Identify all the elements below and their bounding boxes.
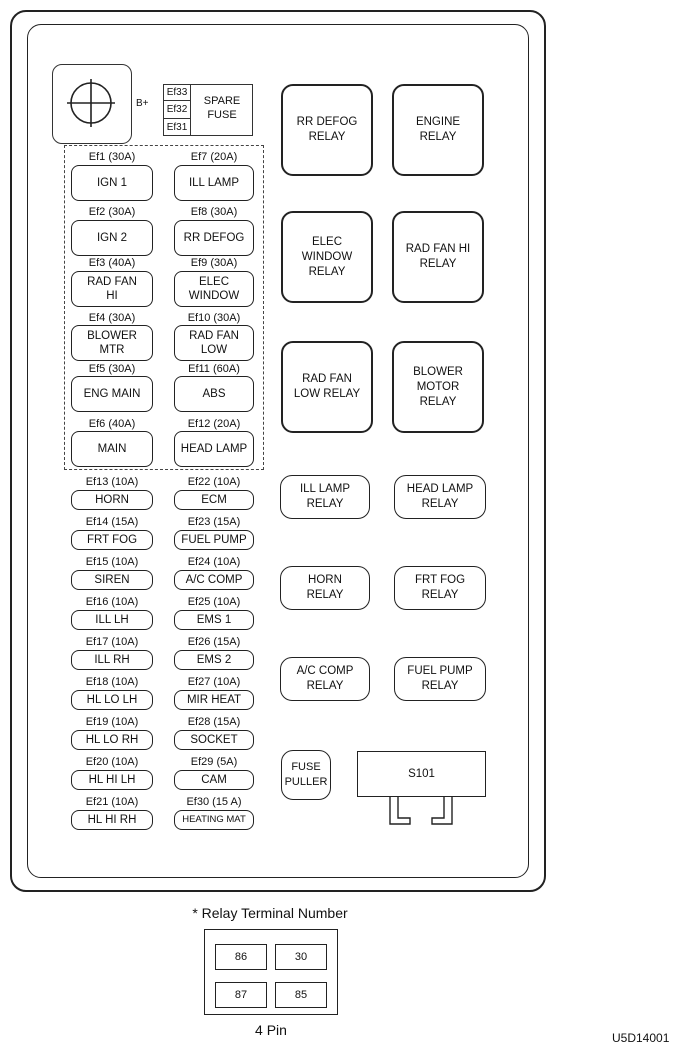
fuse-rating-label: Ef25 (10A) <box>187 596 241 608</box>
relay-rad-fan-low: RAD FAN LOW RELAY <box>281 341 373 433</box>
fuse-slot: ILL RH <box>71 650 153 670</box>
relay-head-lamp: HEAD LAMP RELAY <box>394 475 486 519</box>
relay-frt-fog: FRT FOG RELAY <box>394 566 486 610</box>
fuse-rating-label: Ef21 (10A) <box>85 796 139 808</box>
fuse-puller: FUSE PULLER <box>281 750 331 800</box>
fuse-slot: MAIN <box>71 431 153 467</box>
relay-pin: 30 <box>275 944 327 970</box>
fuse-rating-label: Ef11 (60A) <box>188 363 240 375</box>
relay-ac-comp: A/C COMP RELAY <box>280 657 370 701</box>
fuse-rating-label: Ef9 (30A) <box>190 257 238 269</box>
fuse-rating-label: Ef5 (30A) <box>88 363 136 375</box>
fuse-rating-label: Ef24 (10A) <box>187 556 241 568</box>
fuse-slot: RR DEFOG <box>174 220 254 256</box>
fuse-rating-label: Ef16 (10A) <box>85 596 139 608</box>
fuse-slot: ELEC WINDOW <box>174 271 254 307</box>
fuse-slot: IGN 2 <box>71 220 153 256</box>
fuse-rating-label: Ef26 (15A) <box>187 636 241 648</box>
high-current-fuse-group <box>64 145 264 470</box>
relay-horn: HORN RELAY <box>280 566 370 610</box>
battery-terminal-icon <box>67 79 115 127</box>
fuse-rating-label: Ef1 (30A) <box>88 151 136 163</box>
relay-engine: ENGINE RELAY <box>392 84 484 176</box>
fuse-rating-label: Ef15 (10A) <box>85 556 139 568</box>
s101-connector-legs <box>389 796 453 825</box>
fuse-slot: RAD FAN HI <box>71 271 153 307</box>
fuse-rating-label: Ef10 (30A) <box>187 312 241 324</box>
fuse-slot: EMS 2 <box>174 650 254 670</box>
fuse-rating-label: Ef7 (20A) <box>190 151 238 163</box>
fuse-slot: HEAD LAMP <box>174 431 254 467</box>
fuse-slot: HL LO LH <box>71 690 153 710</box>
fuse-slot: HEATING MAT <box>174 810 254 830</box>
figure-code: U5D14001 <box>612 1031 670 1045</box>
fuse-rating-label: Ef22 (10A) <box>187 476 241 488</box>
spare-fuse-slot: Ef32 <box>163 101 191 119</box>
spare-fuse-slot: Ef33 <box>163 84 191 102</box>
fuse-rating-label: Ef23 (15A) <box>187 516 241 528</box>
relay-blower-motor: BLOWER MOTOR RELAY <box>392 341 484 433</box>
fuse-slot: ECM <box>174 490 254 510</box>
relay-terminal-caption: 4 Pin <box>255 1022 287 1038</box>
spare-fuse-slots: Ef33 Ef32 Ef31 <box>163 84 191 136</box>
fuse-slot: CAM <box>174 770 254 790</box>
relay-pin: 85 <box>275 982 327 1008</box>
fuse-rating-label: Ef14 (15A) <box>85 516 139 528</box>
fuse-slot: A/C COMP <box>174 570 254 590</box>
fuse-box-inner-frame <box>27 24 529 878</box>
spare-fuse-block <box>163 84 253 136</box>
fuse-rating-label: Ef30 (15 A) <box>186 796 242 808</box>
relay-terminal-title: * Relay Terminal Number <box>192 905 348 921</box>
fuse-slot: ILL LH <box>71 610 153 630</box>
fuse-rating-label: Ef2 (30A) <box>88 206 136 218</box>
fuse-slot: ENG MAIN <box>71 376 153 412</box>
fuse-rating-label: Ef18 (10A) <box>85 676 139 688</box>
fuse-rating-label: Ef12 (20A) <box>187 418 241 430</box>
relay-pin: 87 <box>215 982 267 1008</box>
fuse-slot: EMS 1 <box>174 610 254 630</box>
fuse-slot: HL HI RH <box>71 810 153 830</box>
fuse-rating-label: Ef27 (10A) <box>187 676 241 688</box>
spare-fuse-slot: Ef31 <box>166 121 188 133</box>
fuse-rating-label: Ef13 (10A) <box>85 476 139 488</box>
fuse-rating-label: Ef20 (10A) <box>85 756 139 768</box>
fuse-rating-label: Ef28 (15A) <box>187 716 241 728</box>
fuse-slot: FUEL PUMP <box>174 530 254 550</box>
fuse-slot: SIREN <box>71 570 153 590</box>
fuse-rating-label: Ef3 (40A) <box>88 257 136 269</box>
fuse-slot: HORN <box>71 490 153 510</box>
fuse-slot: BLOWER MTR <box>71 325 153 361</box>
spare-fuse-label: SPARE FUSE <box>203 95 241 121</box>
fuse-rating-label: Ef19 (10A) <box>85 716 139 728</box>
fuse-slot: MIR HEAT <box>174 690 254 710</box>
fuse-slot: HL LO RH <box>71 730 153 750</box>
fuse-rating-label: Ef6 (40A) <box>88 418 136 430</box>
relay-fuel-pump: FUEL PUMP RELAY <box>394 657 486 701</box>
battery-terminal <box>52 64 132 144</box>
relay-terminal-diagram: 86 30 87 85 <box>204 929 338 1015</box>
fuse-slot: FRT FOG <box>71 530 153 550</box>
s101-connector: S101 <box>357 751 486 797</box>
relay-rr-defog: RR DEFOG RELAY <box>281 84 373 176</box>
fuse-slot: RAD FAN LOW <box>174 325 254 361</box>
relay-rad-fan-hi: RAD FAN HI RELAY <box>392 211 484 303</box>
fuse-rating-label: Ef17 (10A) <box>85 636 139 648</box>
fuse-slot: HL HI LH <box>71 770 153 790</box>
fuse-rating-label: Ef29 (5A) <box>190 756 238 768</box>
fuse-slot: IGN 1 <box>71 165 153 201</box>
fuse-slot: SOCKET <box>174 730 254 750</box>
fuse-rating-label: Ef8 (30A) <box>190 206 238 218</box>
fuse-slot: ABS <box>174 376 254 412</box>
fuse-slot: ILL LAMP <box>174 165 254 201</box>
fuse-rating-label: Ef4 (30A) <box>88 312 136 324</box>
relay-ill-lamp: ILL LAMP RELAY <box>280 475 370 519</box>
relay-elec-window: ELEC WINDOW RELAY <box>281 211 373 303</box>
battery-terminal-label: B+ <box>136 98 149 109</box>
relay-pin: 86 <box>215 944 267 970</box>
